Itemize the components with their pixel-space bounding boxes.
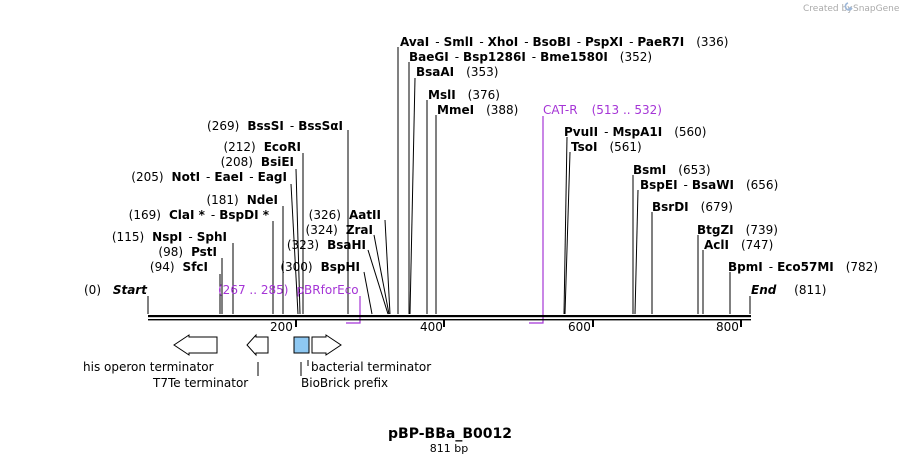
features: his operon terminator T7Te terminator Bi… — [83, 333, 431, 390]
start-text: Start — [113, 283, 148, 297]
site-label-bspei: BspEI-BsaWI(656) — [640, 178, 778, 192]
sequence-backbone — [148, 315, 751, 321]
site-label-baegi: BaeGI-Bsp1286I-Bme1580I(352) — [409, 50, 652, 64]
site-label-sfci: (94)SfcI — [150, 260, 208, 274]
his-operon-terminator-arrow — [173, 334, 218, 356]
site-line-bsahi — [367, 249, 389, 315]
site-label-bsaai: BsaAI(353) — [416, 65, 498, 79]
site-label-btgzi: BtgZI(739) — [697, 223, 778, 237]
site-label-bsssi: (269)BssSI-BssSαI — [207, 119, 343, 133]
biobrick-prefix-box — [293, 336, 310, 354]
ruler: 200 400 600 800 — [270, 320, 742, 334]
ruler-label-600: 600 — [568, 320, 591, 334]
start-label: (0) Start — [84, 283, 148, 297]
plasmid-length: 811 bp — [430, 442, 468, 455]
site-label-bsphi: (300)BspHI — [280, 260, 360, 274]
site-line-bsiei — [295, 168, 301, 315]
site-label-bpmi: BpmI-Eco57MI(782) — [728, 260, 878, 274]
plasmid-title: pBP-BBa_B0012 — [388, 426, 512, 442]
ruler-label-800: 800 — [716, 320, 739, 334]
site-label-tsoi: TsoI(561) — [571, 140, 642, 154]
credit-brand: SnapGene — [853, 4, 900, 14]
primer-arrow-pbrforeco — [346, 296, 361, 324]
primer-arrow-cat-r — [529, 116, 544, 324]
site-labels-left: (94)SfcI (98)PstI (115)NspI-SphI (169)Cl… — [112, 119, 381, 274]
feature-label-his-operon-terminator: his operon terminator — [83, 360, 214, 374]
site-label-acli: AclI(747) — [704, 238, 773, 252]
site-label-ndei: (181)NdeI — [206, 193, 278, 207]
backbone-bottom-strand — [148, 319, 751, 321]
primer-label-cat-r: CAT-R(513 .. 532) — [543, 103, 662, 117]
site-labels-right: AvaI-SmlI-XhoI-BsoBI-PspXI-PaeR7I(336) B… — [400, 35, 878, 274]
site-label-aatii: (326)AatII — [309, 208, 381, 222]
site-label-clai: (169)ClaI *-BspDI * — [129, 208, 270, 222]
site-label-bsrdi: BsrDI(679) — [652, 200, 733, 214]
credit-prefix: Created by — [803, 4, 853, 14]
site-label-nspi: (115)NspI-SphI — [112, 230, 227, 244]
snapgene-logo-icon — [844, 2, 853, 11]
site-label-pvuii: PvuII-MspA1I(560) — [564, 125, 707, 139]
backbone-top-strand — [148, 315, 751, 318]
site-line-pvuii — [563, 136, 568, 315]
site-line-bsaai — [409, 77, 416, 315]
t7te-terminator-arrow — [246, 333, 269, 357]
site-label-psti: (98)PstI — [158, 245, 217, 259]
bacterial-terminator-arrow — [311, 334, 342, 356]
site-line-bspei — [634, 189, 639, 315]
site-label-bsiei: (208)BsiEI — [221, 155, 294, 169]
site-label-bsmi: BsmI(653) — [633, 163, 711, 177]
site-label-zrai: (324)ZraI — [306, 223, 373, 237]
ruler-label-400: 400 — [420, 320, 443, 334]
start-position: (0) — [84, 283, 101, 297]
feature-label-bacterial-terminator: bacterial terminator — [311, 360, 431, 374]
primer-markers — [346, 116, 544, 324]
ruler-label-200: 200 — [270, 320, 293, 334]
site-label-avai: AvaI-SmlI-XhoI-BsoBI-PspXI-PaeR7I(336) — [400, 35, 728, 49]
site-line-noti — [290, 183, 299, 315]
site-line-tsoi — [564, 151, 571, 315]
site-label-ecori: (212)EcoRI — [223, 140, 301, 154]
site-line-aatii — [384, 219, 391, 315]
end-label: End (811) — [751, 283, 826, 297]
site-label-mmei: MmeI(388) — [437, 103, 518, 117]
site-label-noti: (205)NotI-EaeI-EagI — [131, 170, 287, 184]
feature-label-t7te-terminator: T7Te terminator — [152, 376, 248, 390]
site-lines — [147, 47, 751, 315]
end-position: (811) — [794, 283, 826, 297]
feature-label-biobrick-prefix: BioBrick prefix — [301, 376, 388, 390]
site-line-zrai — [373, 234, 390, 315]
primer-label-pbrforeco: (267 .. 285)pBRforEco — [218, 283, 359, 297]
end-text: End — [751, 283, 777, 297]
site-label-msli: MslI(376) — [428, 88, 500, 102]
site-line-bsphi — [363, 271, 373, 315]
site-label-bsahi: (323)BsaHI — [287, 238, 366, 252]
